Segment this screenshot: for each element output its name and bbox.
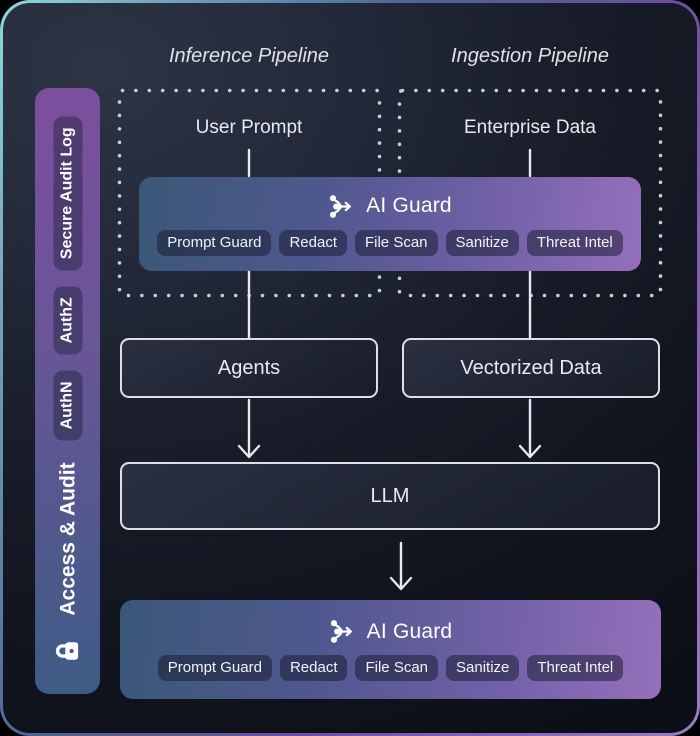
feature-chip-threat-intel: Threat Intel [526, 229, 623, 256]
feature-chip-threat-intel: Threat Intel [527, 655, 624, 681]
ai-guard-features-bottom: Prompt Guard Redact File Scan Sanitize T… [157, 655, 624, 681]
ai-guard-title: AI Guard [366, 194, 452, 217]
feature-chip-file-scan: File Scan [355, 655, 439, 681]
feature-chip-prompt-guard: Prompt Guard [157, 655, 272, 681]
ai-guard-title: AI Guard [366, 619, 453, 643]
llm-label: LLM [370, 484, 410, 507]
user-prompt-label: User Prompt [195, 117, 303, 138]
feature-chip-sanitize: Sanitize [446, 655, 520, 681]
feature-chip-redact: Redact [279, 229, 347, 256]
feature-chip-prompt-guard: Prompt Guard [157, 229, 272, 256]
authz-badge: AuthZ [53, 286, 83, 355]
vectorized-data-label: Vectorized Data [460, 356, 602, 379]
access-audit-title: Access & Audit [56, 462, 79, 616]
access-audit-sidebar [35, 88, 100, 694]
llm-node: LLM [120, 462, 660, 530]
lock-icon [55, 638, 82, 665]
ai-guard-title-row: AI Guard [329, 618, 453, 645]
arrowhead-agents-llm [237, 444, 261, 459]
access-audit-sidebar-content: Access & Audit AuthN AuthZ Secure Audit … [36, 88, 101, 694]
authn-badge: AuthN [53, 370, 83, 441]
arrowhead-llm-guard [389, 576, 413, 591]
inference-pipeline-label: Inference Pipeline [168, 45, 330, 67]
arrowhead-vectorized-llm [518, 444, 542, 459]
ai-guard-banner-bottom: AI Guard Prompt Guard Redact File Scan S… [120, 600, 661, 699]
agents-node: Agents [120, 338, 378, 398]
feature-chip-file-scan: File Scan [354, 229, 438, 256]
feature-chip-sanitize: Sanitize [445, 229, 519, 256]
ai-guard-banner-top: AI Guard Prompt Guard Redact File Scan S… [139, 177, 641, 271]
agents-label: Agents [217, 356, 281, 379]
ingestion-pipeline-label: Ingestion Pipeline [451, 45, 609, 67]
enterprise-data-label: Enterprise Data [463, 117, 596, 138]
merge-icon [329, 618, 356, 645]
ai-guard-title-row: AI Guard [328, 193, 452, 220]
ai-guard-features-top: Prompt Guard Redact File Scan Sanitize T… [157, 229, 623, 256]
secure-audit-log-badge: Secure Audit Log [53, 116, 83, 271]
feature-chip-redact: Redact [279, 655, 348, 681]
merge-icon [328, 193, 355, 220]
vectorized-data-node: Vectorized Data [402, 338, 660, 398]
